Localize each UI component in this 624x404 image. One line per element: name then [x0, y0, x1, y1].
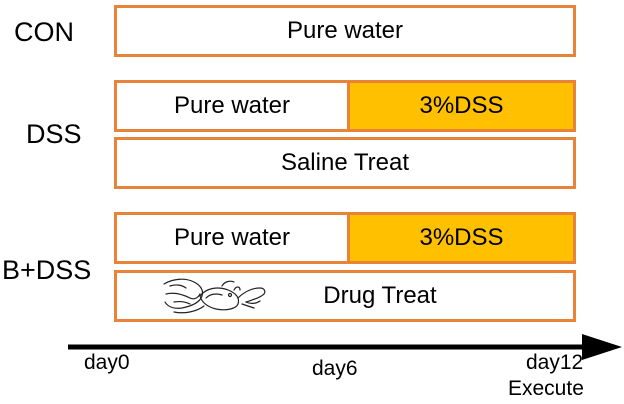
dss-water-segment: Pure water — [117, 83, 350, 129]
dss-dss-label: 3%DSS — [419, 92, 504, 119]
bdss-water-label: Pure water — [173, 224, 291, 251]
tick-label-day0: day0 — [84, 351, 130, 374]
group-label-con: CON — [14, 17, 74, 47]
group-label-b-dss: B+DSS — [2, 255, 92, 285]
timeline-arrowhead — [582, 334, 622, 360]
bdss-dss-label: 3%DSS — [419, 224, 504, 251]
drug-treat-segment: Drug Treat — [117, 273, 573, 319]
saline-treat-label: Saline Treat — [280, 149, 410, 176]
dss-treat-bar: Saline Treat — [114, 137, 576, 189]
bdss-water-segment: Pure water — [117, 215, 350, 261]
dss-water-label: Pure water — [173, 92, 291, 119]
dss-dss-segment: 3%DSS — [350, 83, 573, 129]
tick-label-day12: day12 — [526, 351, 584, 374]
tick-label-day6: day6 — [312, 357, 358, 380]
con-water-segment: Pure water — [117, 8, 573, 54]
bdss-schedule-bar: Pure water 3%DSS — [114, 212, 576, 264]
saline-treat-segment: Saline Treat — [117, 140, 573, 186]
execute-label: Execute — [508, 377, 584, 400]
dss-schedule-bar: Pure water 3%DSS — [114, 80, 576, 132]
group-label-dss: DSS — [26, 119, 82, 149]
con-water-bar: Pure water — [114, 5, 576, 57]
bdss-dss-segment: 3%DSS — [350, 215, 573, 261]
drug-treat-label: Drug Treat — [323, 282, 437, 309]
gavage-hand-mouse-icon — [163, 278, 266, 314]
timeline-arrow — [68, 334, 622, 360]
con-water-label: Pure water — [286, 17, 404, 44]
bdss-treat-bar: Drug Treat — [114, 270, 576, 322]
